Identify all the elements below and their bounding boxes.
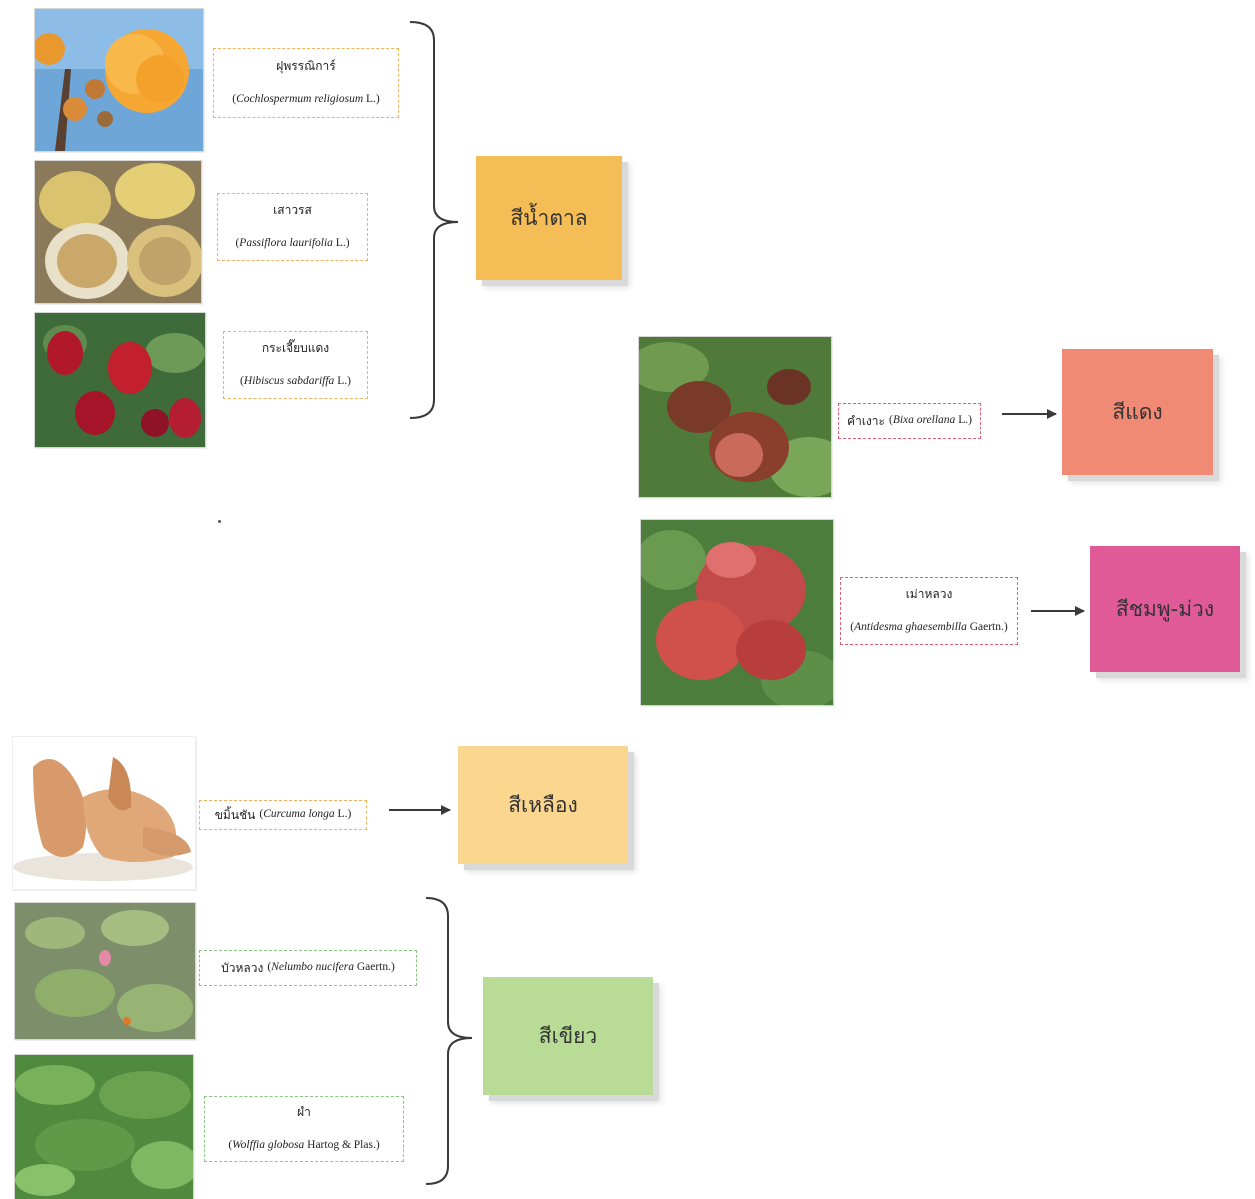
photo-antidesma — [640, 519, 834, 706]
label-hibiscus: กระเจี๊ยบแดง (Hibiscus sabdariffa L.) — [223, 331, 368, 399]
scientific-name: (Cochlospermum religiosum L.) — [232, 93, 380, 106]
color-box-label: สีชมพู-ม่วง — [1115, 596, 1215, 621]
thai-name: ผำ — [297, 1104, 311, 1119]
thai-name: คำเงาะ — [847, 413, 885, 428]
photo-wolffia — [14, 1054, 194, 1199]
photo-bixa — [638, 336, 832, 498]
scientific-name: (Bixa orellana L.) — [888, 414, 972, 427]
photo-passiflora — [34, 160, 202, 304]
color-box-label: สีเขียว — [538, 1023, 598, 1048]
brace-brown — [409, 21, 459, 419]
photo-cochlospermum — [34, 8, 204, 152]
color-box-brown: สีน้ำตาล — [476, 156, 622, 280]
color-box-pink: สีชมพู-ม่วง — [1090, 546, 1240, 672]
label-bixa: คำเงาะ (Bixa orellana L.) — [838, 403, 981, 439]
color-box-label: สีแดง — [1112, 399, 1163, 424]
thai-name: ขมิ้นชัน — [214, 807, 256, 822]
thai-name: บัวหลวง — [221, 960, 264, 975]
color-box-label: สีเหลือง — [508, 792, 578, 817]
scientific-name: (Nelumbo nucifera Gaertn.) — [267, 961, 395, 974]
label-antidesma: เม่าหลวง (Antidesma ghaesembilla Gaertn.… — [840, 577, 1018, 645]
color-box-red: สีแดง — [1062, 349, 1213, 475]
label-curcuma: ขมิ้นชัน (Curcuma longa L.) — [199, 800, 367, 830]
photo-nelumbo — [14, 902, 196, 1040]
label-wolffia: ผำ (Wolffia globosa Hartog & Plas.) — [204, 1096, 404, 1162]
label-cochlospermum: ฝุพรรณิการ์ (Cochlospermum religiosum L.… — [213, 48, 399, 118]
color-box-green: สีเขียว — [483, 977, 653, 1095]
scientific-name: (Hibiscus sabdariffa L.) — [240, 375, 351, 388]
scientific-name: (Antidesma ghaesembilla Gaertn.) — [850, 621, 1008, 634]
brace-green — [425, 897, 473, 1185]
thai-name: ฝุพรรณิการ์ — [276, 58, 336, 73]
thai-name: เสาวรส — [273, 202, 312, 217]
thai-name: เม่าหลวง — [905, 586, 953, 601]
thai-name: กระเจี๊ยบแดง — [261, 340, 330, 355]
stray-dot — [218, 520, 221, 523]
label-nelumbo: บัวหลวง (Nelumbo nucifera Gaertn.) — [199, 950, 417, 986]
scientific-name: (Passiflora laurifolia L.) — [235, 237, 350, 250]
color-box-yellow: สีเหลือง — [458, 746, 628, 864]
label-passiflora: เสาวรส (Passiflora laurifolia L.) — [217, 193, 368, 261]
scientific-name: (Wolffia globosa Hartog & Plas.) — [228, 1139, 380, 1152]
photo-hibiscus — [34, 312, 206, 448]
color-box-label: สีน้ำตาล — [510, 205, 588, 230]
photo-curcuma — [12, 736, 196, 890]
scientific-name: (Curcuma longa L.) — [259, 808, 352, 821]
